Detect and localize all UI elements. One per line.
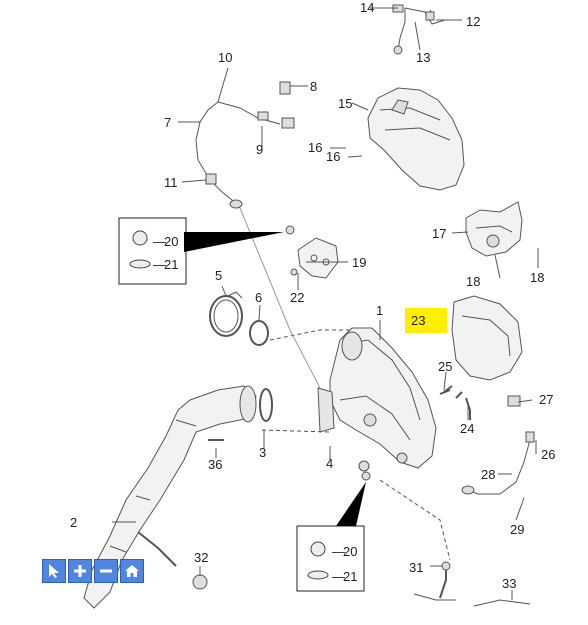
callout-11: 11: [164, 175, 178, 190]
oxygen-sensor-upper: [397, 7, 446, 51]
callout-7: 7: [164, 115, 171, 130]
heat-shield-side: [465, 201, 523, 257]
callout-2: 2: [70, 515, 77, 530]
svg-text:—: —: [332, 569, 345, 584]
callout-17: 17: [432, 226, 446, 241]
callout-25: 25: [438, 359, 452, 374]
home-button[interactable]: [120, 559, 144, 583]
callout-23: 23: [411, 313, 425, 328]
svg-text:—: —: [153, 257, 166, 272]
callout-5: 5: [215, 268, 222, 283]
callout-3: 3: [259, 445, 266, 460]
callout-22: 22: [290, 290, 304, 305]
zoom-out-icon: [99, 564, 113, 578]
callout-36: 36: [208, 457, 222, 472]
callout-31: 31: [409, 560, 423, 575]
callout-19: 19: [352, 255, 366, 270]
gasket-6: [249, 320, 269, 346]
callout-9: 9: [256, 142, 263, 157]
zoom-out-button[interactable]: [94, 559, 118, 583]
callout-18b: 18: [530, 270, 544, 285]
clamp-5: [209, 295, 243, 337]
viewer-toolbar: [42, 559, 144, 583]
callout-32: 32: [194, 550, 208, 565]
oxygen-sensor-lower: [461, 439, 531, 495]
callout-26: 26: [541, 447, 555, 462]
callout-1: 1: [376, 303, 383, 318]
pointer-button[interactable]: [42, 559, 66, 583]
zoom-in-button[interactable]: [68, 559, 92, 583]
callout-12: 12: [466, 14, 480, 29]
home-icon: [124, 564, 140, 578]
callout-13: 13: [416, 50, 430, 65]
pointer-icon: [47, 563, 61, 579]
callout-10: 10: [218, 50, 232, 65]
gasket-3: [259, 388, 273, 422]
detail-pointer-upper: [184, 232, 284, 252]
heat-shield-upper: [367, 87, 465, 191]
svg-text:—: —: [332, 544, 345, 559]
callout-14: 14: [360, 0, 374, 15]
callout-29: 29: [510, 522, 524, 537]
callout-33: 33: [502, 576, 516, 591]
callout-21a: 21: [164, 257, 178, 272]
callout-21b: 21: [343, 569, 357, 584]
callout-28: 28: [481, 467, 495, 482]
svg-text:—: —: [153, 234, 166, 249]
callout-16a: 16: [308, 140, 322, 155]
oxygen-sensor-left: [195, 87, 241, 209]
callout-24: 24: [460, 421, 474, 436]
callout-16b: 16: [326, 149, 340, 164]
callout-27: 27: [539, 392, 553, 407]
callout-15: 15: [338, 96, 352, 111]
callout-20a: 20: [164, 234, 178, 249]
callout-6: 6: [255, 290, 262, 305]
bracket-19: [297, 237, 339, 279]
bracket-23: [451, 295, 523, 381]
callout-20b: 20: [343, 544, 357, 559]
zoom-in-icon: [73, 564, 87, 578]
catalytic-converter: [329, 327, 437, 469]
detail-pointer-lower: [336, 482, 366, 526]
detail-box-lower: [296, 525, 365, 592]
callout-23-highlight: [405, 308, 447, 333]
callout-18a: 18: [466, 274, 480, 289]
callout-4: 4: [326, 456, 333, 471]
detail-box-upper: [118, 217, 187, 285]
callout-8: 8: [310, 79, 317, 94]
